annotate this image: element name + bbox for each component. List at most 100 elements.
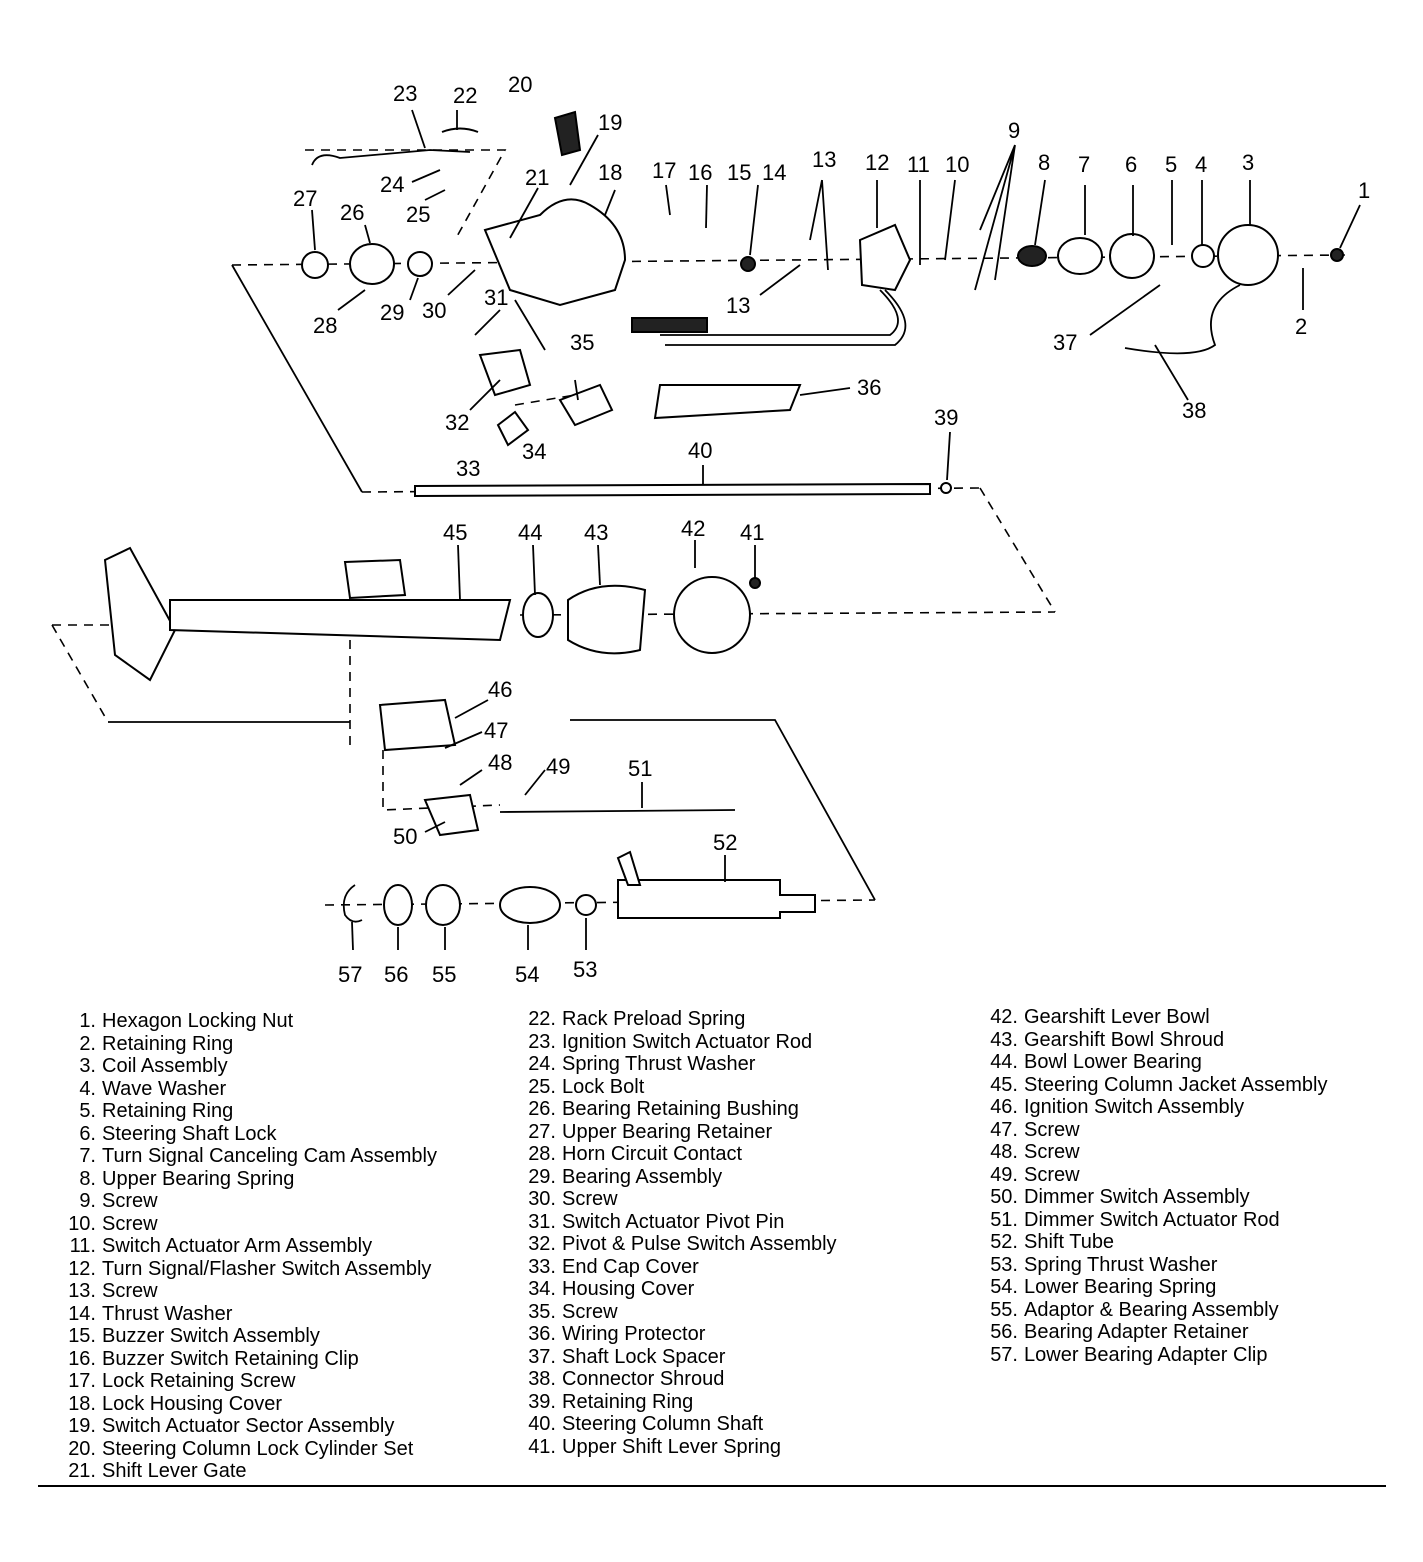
legend-item-number: 28. xyxy=(528,1143,556,1165)
upper-bearing-retainer-shape xyxy=(301,251,329,279)
legend-item: 5.Retaining Ring xyxy=(58,1100,437,1123)
legend-item-number: 16. xyxy=(68,1347,96,1370)
legend-item: 20.Steering Column Lock Cylinder Set xyxy=(58,1438,437,1461)
spring-thrust-washer-shape xyxy=(575,894,597,916)
legend-item-number: 21. xyxy=(68,1460,96,1482)
pulse-switch-shape xyxy=(478,348,532,397)
legend-item-number: 15. xyxy=(68,1325,96,1347)
callout-28: 28 xyxy=(313,313,337,338)
legend-item-label: Bearing Adapter Retainer xyxy=(1024,1321,1249,1343)
legend-item-label: Coil Assembly xyxy=(102,1055,228,1077)
legend-item: 42.Gearshift Lever Bowl xyxy=(980,1006,1327,1029)
legend-item: 1.Hexagon Locking Nut xyxy=(58,1010,437,1033)
shift-tube-shape xyxy=(617,879,816,919)
legend-item-label: Upper Shift Lever Spring xyxy=(562,1435,782,1458)
callout-7: 7 xyxy=(1078,152,1090,177)
legend-item-number: 12. xyxy=(68,1257,96,1280)
legend-item-number: 29. xyxy=(528,1165,556,1188)
legend-item-label: Lock Housing Cover xyxy=(102,1392,283,1415)
thrust-washer-shape xyxy=(740,256,756,272)
legend-item: 44.Bowl Lower Bearing xyxy=(980,1051,1327,1074)
legend-item: 28. Horn Circuit Contact xyxy=(518,1143,837,1166)
switch-harness-shape xyxy=(660,289,907,346)
legend-item-label: Lower Bearing Adapter Clip xyxy=(1024,1343,1268,1366)
lock-cylinder-shape xyxy=(553,110,582,157)
legend-item: 45.Steering Column Jacket Assembly xyxy=(980,1074,1327,1097)
legend-item: 39. Retaining Ring xyxy=(518,1391,837,1414)
callout-47: 47 xyxy=(484,718,508,743)
legend-item-number: 11. xyxy=(69,1235,96,1257)
connector-shape xyxy=(631,317,708,333)
legend-item: 48.Screw xyxy=(980,1141,1327,1164)
legend-item-number: 40. xyxy=(528,1413,556,1435)
legend-item-number: 30. xyxy=(528,1188,556,1210)
legend-item-label: Screw xyxy=(102,1280,158,1302)
adapter-retainer-shape xyxy=(383,884,413,926)
legend-item-label: Buzzer Switch Retaining Clip xyxy=(102,1347,359,1370)
legend-item-number: 20. xyxy=(68,1437,96,1460)
legend-item: 13.Screw xyxy=(58,1280,437,1303)
legend-item-label: Switch Actuator Sector Assembly xyxy=(102,1415,395,1437)
callout-21: 21 xyxy=(525,165,549,190)
callout-56: 56 xyxy=(384,962,408,987)
callout-27: 27 xyxy=(293,186,317,211)
legend-item-number: 39. xyxy=(528,1390,556,1413)
legend-item-label: Wiring Protector xyxy=(562,1323,706,1345)
legend-item-label: Gearshift Lever Bowl xyxy=(1024,1006,1210,1028)
legend-item-label: Steering Column Jacket Assembly xyxy=(1024,1073,1328,1096)
legend-item: 32.Pivot & Pulse Switch Assembly xyxy=(518,1233,836,1256)
legend-item-number: 31. xyxy=(528,1210,556,1233)
legend-item: 54.Lower Bearing Spring xyxy=(980,1276,1327,1299)
legend-item-number: 52. xyxy=(990,1231,1018,1253)
callout-55: 55 xyxy=(432,962,456,987)
coil-assembly-shape xyxy=(1217,224,1279,286)
legend-item: 57.Lower Bearing Adapter Clip xyxy=(980,1344,1327,1367)
legend-item-label: Retaining Ring xyxy=(562,1390,694,1413)
legend-item-label: Ignition Switch Assembly xyxy=(1024,1096,1245,1118)
legend-item: 18.Lock Housing Cover xyxy=(58,1393,437,1416)
legend-item: 4.Wave Washer xyxy=(58,1078,437,1101)
legend-item-number: 4. xyxy=(79,1077,96,1100)
retaining-ring-39-shape xyxy=(940,482,952,494)
legend-item-number: 41. xyxy=(528,1435,556,1458)
canceling-cam-shape xyxy=(1057,237,1103,275)
legend-item-label: Lock Bolt xyxy=(562,1075,645,1098)
callout-46: 46 xyxy=(488,677,512,702)
wave-washer-shape xyxy=(1191,244,1215,268)
housing-cover-shape xyxy=(558,383,614,427)
callout-53: 53 xyxy=(573,957,597,982)
steering-shaft-shape xyxy=(414,482,931,498)
callout-11: 11 xyxy=(907,152,930,177)
legend-item-label: Upper Bearing Retainer xyxy=(562,1120,773,1143)
turn-signal-switch-shape xyxy=(858,223,912,292)
legend-item-label: Gearshift Bowl Shroud xyxy=(1024,1028,1225,1051)
legend-item: 7.Turn Signal Canceling Cam Assembly xyxy=(58,1145,437,1168)
legend-item-label: Upper Bearing Spring xyxy=(102,1167,295,1190)
legend-item-number: 9. xyxy=(79,1190,96,1212)
legend-item-label: Shift Lever Gate xyxy=(102,1460,247,1482)
legend-item-label: Shaft Lock Spacer xyxy=(562,1345,726,1368)
callout-6: 6 xyxy=(1125,152,1137,177)
legend-item: 15. Buzzer Switch Assembly xyxy=(58,1325,437,1348)
dimmer-rod-shape xyxy=(499,809,736,813)
upper-parts xyxy=(301,110,1344,498)
callout-18: 18 xyxy=(598,160,622,185)
callout-8: 8 xyxy=(1038,150,1050,175)
legend-item-label: Retaining Ring xyxy=(102,1032,234,1055)
legend-item-label: Housing Cover xyxy=(562,1278,695,1300)
callout-26: 26 xyxy=(340,200,364,225)
legend-item-label: Steering Shaft Lock xyxy=(102,1122,277,1145)
legend-item-number: 26. xyxy=(528,1098,556,1120)
callout-13b: 13 xyxy=(726,293,750,318)
legend-item-label: Screw xyxy=(562,1300,618,1323)
callout-38: 38 xyxy=(1182,398,1206,423)
callout-4: 4 xyxy=(1195,152,1207,177)
legend-item-label: Buzzer Switch Assembly xyxy=(102,1325,320,1347)
legend-item-number: 8. xyxy=(79,1167,96,1190)
legend-item-number: 25. xyxy=(528,1075,556,1098)
legend-item-label: Horn Circuit Contact xyxy=(562,1143,743,1165)
callout-numbers: 1 2 3 4 5 6 7 8 9 10 11 12 13 13 14 15 1… xyxy=(293,72,1370,987)
legend-item: 19.Switch Actuator Sector Assembly xyxy=(58,1415,437,1438)
legend-item-label: Steering Column Shaft xyxy=(562,1413,764,1435)
